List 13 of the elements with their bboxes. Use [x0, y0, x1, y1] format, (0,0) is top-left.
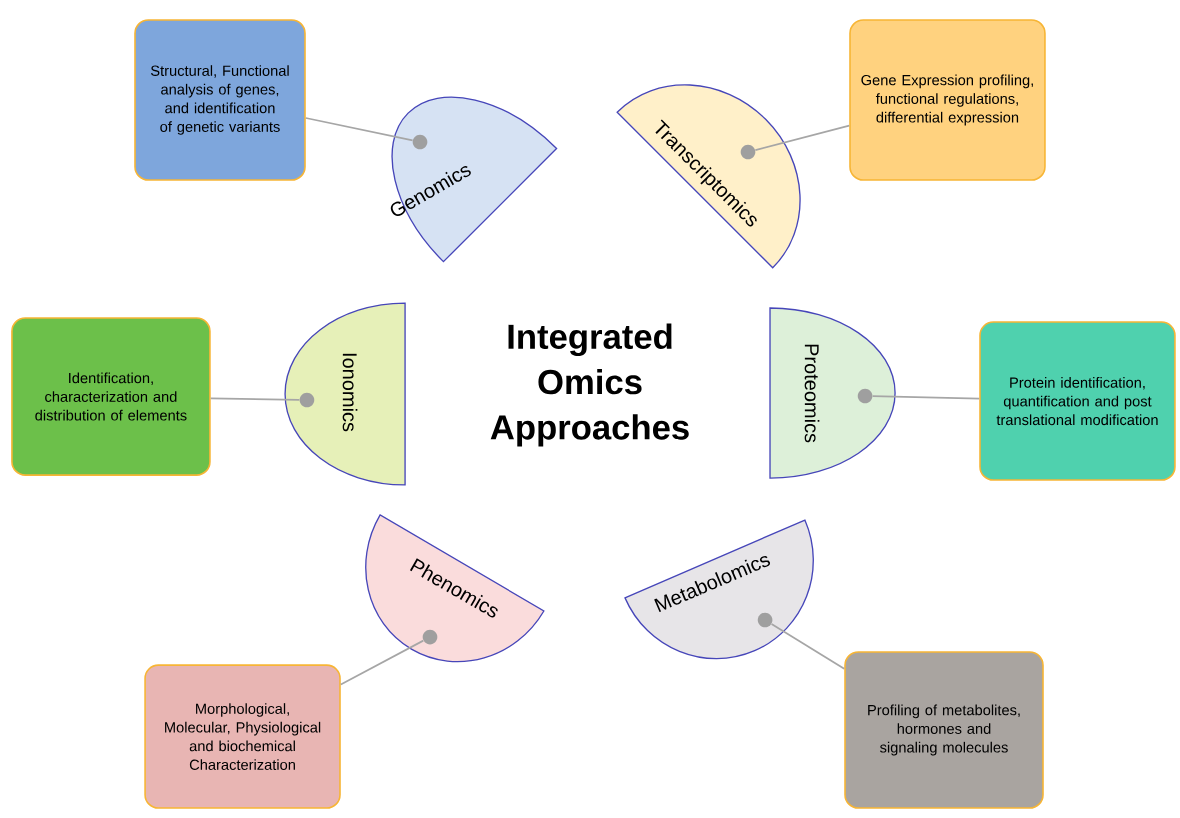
description-box: Profiling of metabolites, hormones and signaling molecules [844, 651, 1044, 809]
title: Integrated Omics Approaches [490, 323, 689, 447]
leader-line [770, 623, 846, 670]
description-box: Gene Expression profiling, functional regulations, differential expression [849, 19, 1046, 181]
description-box: Morphological, Molecular, Physiological and biochemical Characterization [144, 664, 341, 809]
leader-line [304, 117, 414, 142]
description-box: Protein identification, quantification and post translational modification [979, 321, 1176, 481]
leader-line [871, 395, 981, 400]
leader-line [339, 639, 425, 686]
description-box: Structural, Functional analysis of genes, and identification of genetic variants [134, 19, 306, 181]
description-box: Identification, characterization and distribution of elements [11, 317, 211, 476]
leader-line [209, 397, 301, 401]
leader-line [754, 124, 851, 151]
